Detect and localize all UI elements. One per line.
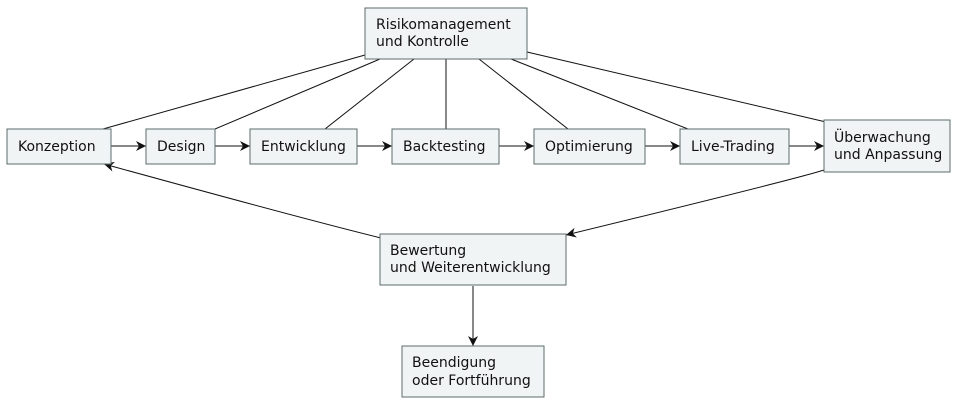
node-backtesting-label: Backtesting bbox=[403, 139, 486, 155]
node-bewertung: Bewertung und Weiterentwicklung bbox=[379, 233, 567, 286]
node-bewertung-label-line2: und Weiterentwicklung bbox=[390, 260, 551, 276]
node-beendigung-label-line2: oder Fortführung bbox=[412, 373, 531, 389]
edge-risk-livetrading bbox=[510, 58, 689, 130]
node-ueberwachung-label-line2: und Anpassung bbox=[834, 147, 942, 163]
node-design-label: Design bbox=[157, 139, 205, 155]
node-live-trading: Live-Trading bbox=[679, 128, 790, 165]
node-konzeption-label: Konzeption bbox=[18, 139, 96, 155]
node-risikomanagement-label-line1: Risikomanagement bbox=[376, 17, 511, 33]
edge-risk-konzeption bbox=[102, 54, 366, 130]
node-backtesting: Backtesting bbox=[391, 128, 500, 165]
node-risikomanagement: Risikomanagement und Kontrolle bbox=[364, 7, 528, 60]
node-entwicklung: Entwicklung bbox=[249, 128, 358, 165]
node-design: Design bbox=[145, 128, 216, 165]
node-risikomanagement-label-line2: und Kontrolle bbox=[376, 34, 469, 50]
edge-risk-optimierung bbox=[478, 58, 569, 130]
node-optimierung-label: Optimierung bbox=[545, 139, 633, 155]
node-entwicklung-label: Entwicklung bbox=[261, 139, 346, 155]
node-beendigung: Beendigung oder Fortführung bbox=[401, 345, 545, 398]
node-live-trading-label: Live-Trading bbox=[691, 139, 775, 155]
node-konzeption: Konzeption bbox=[6, 128, 112, 165]
edge-risk-entwicklung bbox=[324, 58, 415, 130]
edge-ueberwachung-bewertung bbox=[565, 169, 825, 238]
node-beendigung-label-line1: Beendigung bbox=[412, 355, 496, 371]
edge-bewertung-konzeption bbox=[103, 161, 382, 239]
node-optimierung: Optimierung bbox=[533, 128, 646, 165]
node-bewertung-label-line1: Bewertung bbox=[390, 243, 466, 259]
edge-risk-design bbox=[214, 58, 381, 130]
edge-risk-ueberwachung bbox=[526, 51, 827, 123]
node-ueberwachung-label-line1: Überwachung bbox=[834, 128, 931, 146]
edges-layer bbox=[102, 51, 827, 346]
node-ueberwachung: Überwachung und Anpassung bbox=[823, 119, 951, 173]
